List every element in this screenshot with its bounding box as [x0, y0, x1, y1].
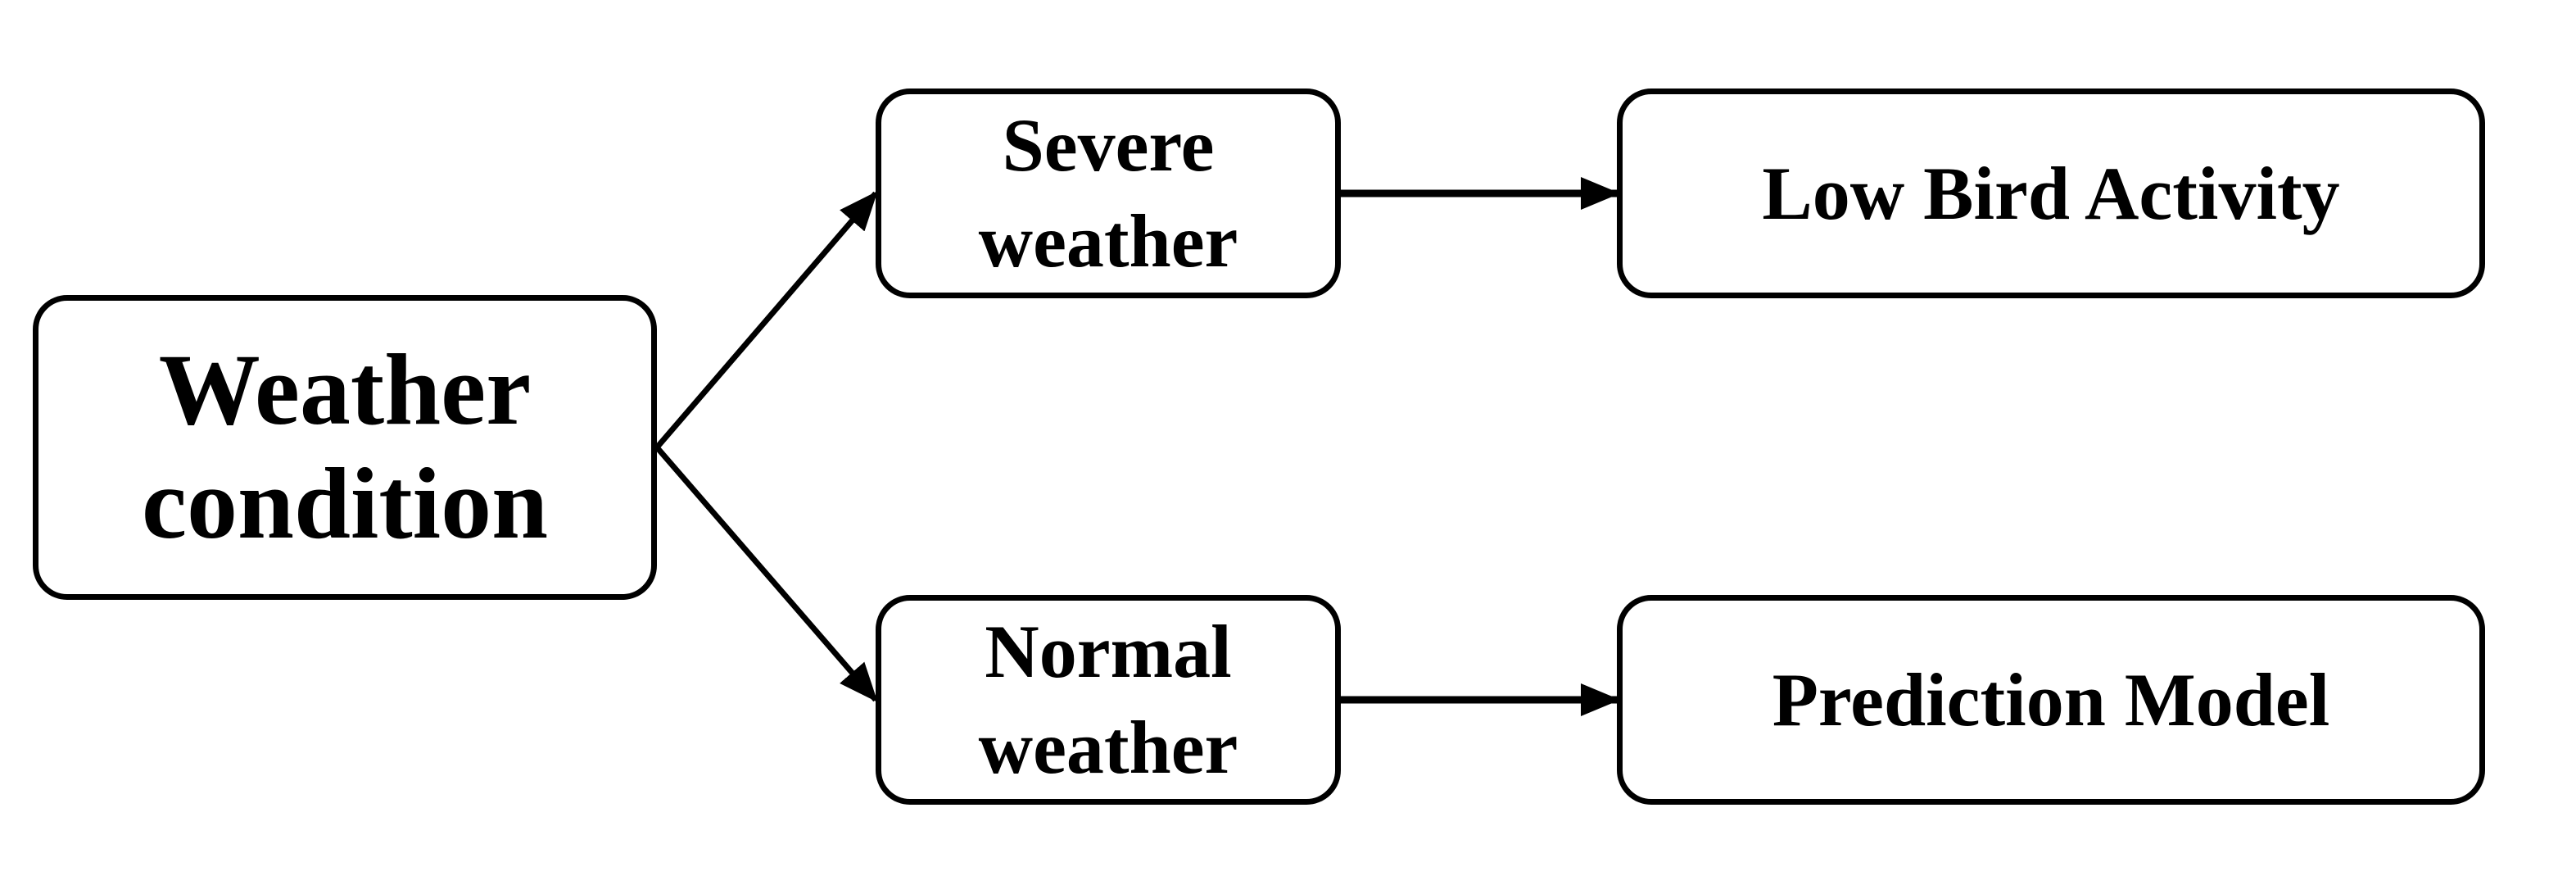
low-bird-activity-box: Low Bird Activity	[1617, 89, 2485, 298]
severe-weather-label: Severe weather	[978, 103, 1238, 283]
arrow-weather-to-severe	[654, 190, 878, 450]
low-bird-activity-label: Low Bird Activity	[1762, 152, 2340, 235]
normal-weather-box: Normal weather	[876, 595, 1341, 805]
normal-weather-label: Normal weather	[978, 610, 1238, 789]
prediction-model-box: Prediction Model	[1617, 595, 2485, 805]
prediction-model-label: Prediction Model	[1772, 658, 2330, 742]
arrow-weather-to-normal	[654, 445, 878, 703]
weather-condition-box: Weather condition	[33, 295, 657, 600]
weather-condition-label: Weather condition	[141, 334, 549, 560]
severe-weather-box: Severe weather	[876, 89, 1341, 298]
